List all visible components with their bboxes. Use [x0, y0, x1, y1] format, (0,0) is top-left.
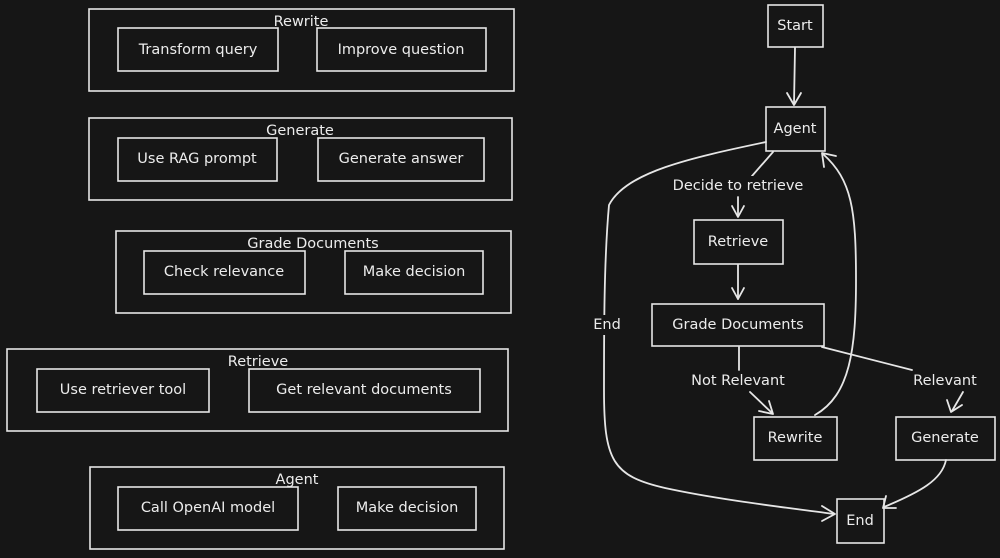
group-rewrite-frame: [88, 8, 515, 92]
flow-edges: [603, 47, 964, 522]
item-use-retriever-tool: Use retriever tool: [60, 382, 186, 398]
item-generate-answer-box: [317, 137, 485, 182]
item-make-decision-agent: Make decision: [356, 500, 459, 516]
item-get-relevant-documents: Get relevant documents: [276, 382, 452, 398]
group-agent-title: Agent: [276, 472, 319, 488]
node-end: End: [846, 513, 874, 529]
edge-grade-relevant: [821, 346, 913, 371]
arrowhead-rewrite: [758, 400, 774, 415]
group-generate-title: Generate: [266, 123, 334, 139]
node-end-box: [836, 498, 885, 544]
node-agent: Agent: [774, 121, 817, 137]
node-rewrite-box: [753, 416, 838, 461]
arrowhead-grade: [731, 287, 745, 300]
item-check-relevance: Check relevance: [164, 264, 284, 280]
node-rewrite: Rewrite: [768, 430, 823, 446]
group-retrieve-title: Retrieve: [228, 354, 289, 370]
node-start-box: [767, 4, 824, 48]
group-retrieve: Retrieve Use retriever tool Get relevant…: [6, 348, 509, 432]
item-improve-question: Improve question: [338, 42, 465, 58]
edge-label-relevant: Relevant: [913, 373, 977, 389]
arrowhead-end: [821, 505, 836, 522]
item-call-openai-model-box: [117, 486, 299, 531]
edge-notrelevant-rewrite: [749, 391, 773, 414]
node-grade-documents-box: [651, 303, 825, 347]
item-get-relevant-documents-box: [248, 368, 481, 413]
edge-relevant-generate: [951, 391, 964, 412]
node-agent-box: [765, 106, 826, 152]
item-generate-answer: Generate answer: [339, 151, 464, 167]
item-use-rag-prompt-box: [117, 137, 278, 182]
edge-generate-end: [883, 459, 947, 508]
item-call-openai-model: Call OpenAI model: [141, 500, 275, 516]
item-check-relevance-box: [143, 250, 306, 295]
item-use-rag-prompt: Use RAG prompt: [137, 151, 257, 167]
edge-label-not-relevant: Not Relevant: [691, 373, 785, 389]
arrowhead-agent: [786, 92, 802, 106]
group-agent-frame: [89, 466, 505, 550]
flow-nodes: Start Agent Retrieve Grade Documents Rew…: [651, 4, 996, 544]
node-retrieve: Retrieve: [708, 234, 769, 250]
item-make-decision-agent-box: [337, 486, 477, 531]
item-transform-query-box: [117, 27, 279, 72]
item-make-decision-grade-box: [344, 250, 484, 295]
group-agent: Agent Call OpenAI model Make decision: [89, 466, 505, 550]
edge-label-end: End: [593, 317, 621, 333]
group-grade-frame: [115, 230, 512, 314]
item-use-retriever-tool-box: [36, 368, 210, 413]
edge-agent-decide: [751, 151, 774, 177]
arrowhead-agent-loop: [821, 152, 837, 168]
group-retrieve-frame: [6, 348, 509, 432]
node-generate-box: [895, 416, 996, 461]
arrowhead-generate: [946, 399, 963, 413]
group-grade-documents: Grade Documents Check relevance Make dec…: [115, 230, 512, 314]
flow-edge-labels: Decide to retrieve End Not Relevant Rele…: [588, 176, 984, 391]
group-rewrite-title: Rewrite: [274, 14, 329, 30]
node-grade-documents: Grade Documents: [672, 317, 804, 333]
edge-rewrite-agent: [814, 153, 857, 416]
node-start: Start: [777, 18, 813, 34]
group-rewrite: Rewrite Transform query Improve question: [88, 8, 515, 92]
edge-agent-end: [603, 141, 835, 515]
group-generate: Generate Use RAG prompt Generate answer: [88, 117, 513, 201]
item-improve-question-box: [316, 27, 487, 72]
item-transform-query: Transform query: [138, 42, 258, 58]
group-grade-title: Grade Documents: [247, 236, 379, 252]
arrowhead-end-2: [882, 495, 897, 509]
node-generate: Generate: [911, 430, 979, 446]
node-retrieve-box: [693, 219, 784, 265]
group-generate-frame: [88, 117, 513, 201]
item-make-decision-grade: Make decision: [363, 264, 466, 280]
edge-start-agent: [793, 47, 796, 105]
edge-label-decide: Decide to retrieve: [673, 178, 804, 194]
arrowhead-retrieve: [731, 205, 745, 218]
